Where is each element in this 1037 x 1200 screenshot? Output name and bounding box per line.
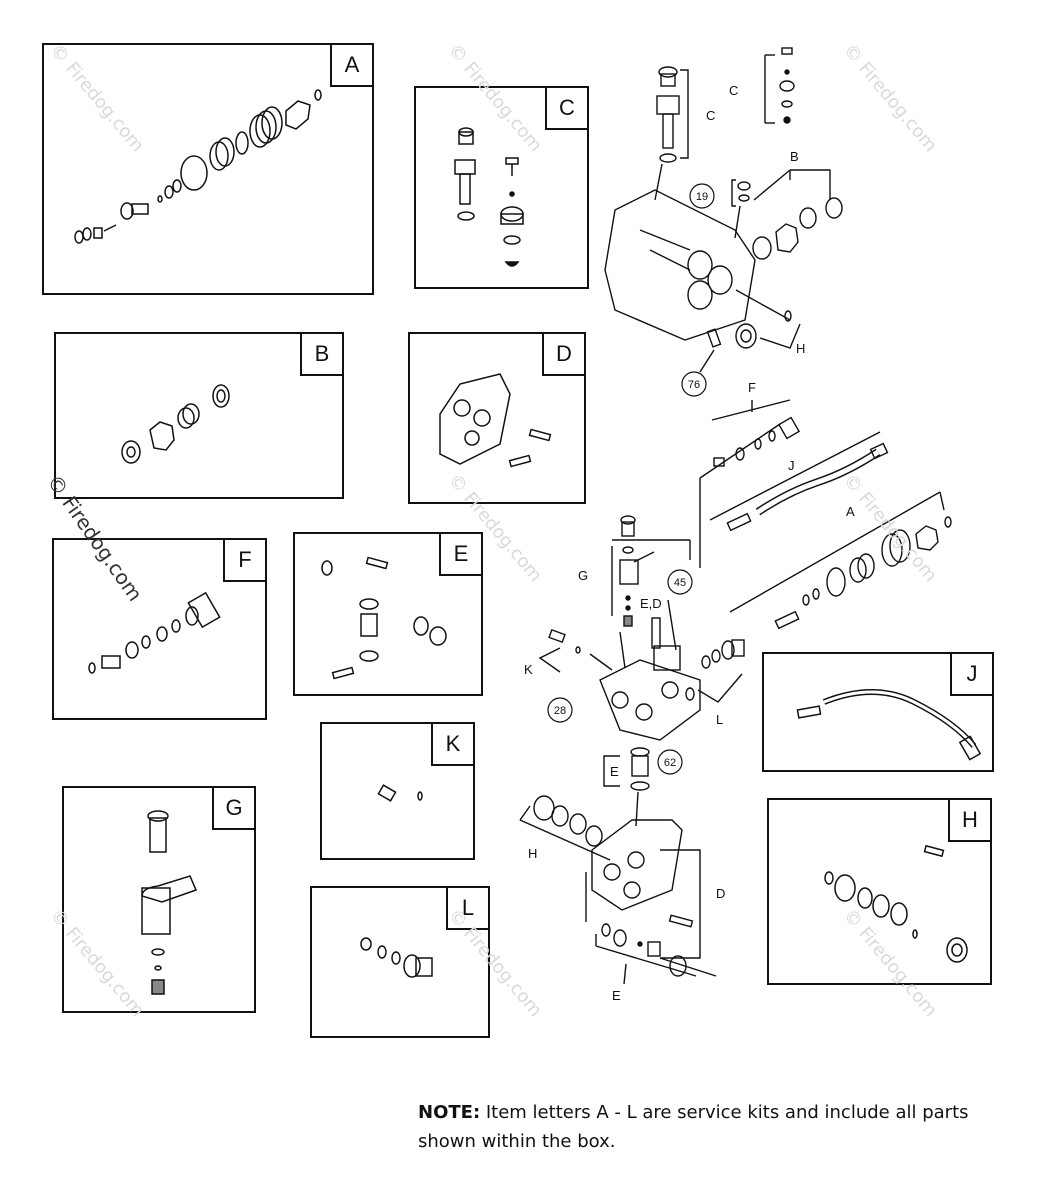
kit-label-a: A [330,45,372,87]
kit-a-parts-drawing [74,89,322,244]
callout-c-valve: C [729,83,738,98]
part-19-circle [689,183,715,209]
callout-c-piston: C [706,108,715,123]
note-text: Item letters A - L are service kits and … [418,1102,969,1152]
part-28-circle [547,697,573,723]
part-45-circle [667,569,693,595]
kit-box-h: H [767,798,992,985]
kit-j-parts-drawing [796,689,982,761]
part-45-label: 45 [674,577,686,589]
part-28-label: 28 [554,705,566,717]
kit-label-d: D [542,334,584,376]
kit-label-b: B [300,334,342,376]
kit-label-e: E [439,534,481,576]
part-76-label: 76 [688,379,700,391]
kit-box-e: E [293,532,483,696]
lower-manifold [599,659,701,741]
kit-box-b: B [54,332,344,499]
part-19-label: 19 [696,191,708,203]
callout-b: B [790,149,799,164]
callout-e-upper: E [610,764,619,779]
callout-j: J [788,458,795,473]
callout-l: L [716,712,723,727]
service-kit-note: NOTE: Item letters A - L are service kit… [418,1098,998,1156]
kit-label-l: L [446,888,488,930]
kit-e-parts-drawing [321,556,447,680]
kit-d-parts-drawing [439,373,552,468]
kit-box-f: F [52,538,267,720]
kit-label-h: H [948,800,990,842]
kit-label-j: J [950,654,992,696]
part-62-label: 62 [664,757,676,769]
kit-label-k: K [431,724,473,766]
kit-label-g: G [212,788,254,830]
callout-h-lower: H [528,846,537,861]
callout-h-upper: H [796,341,805,356]
kit-b-parts-drawing [121,384,230,464]
kit-g-parts-drawing [141,810,198,995]
kit-box-g: G [62,786,256,1013]
callout-d: D [716,886,725,901]
kit-box-c: C [414,86,589,289]
kit-c-parts-drawing [454,127,524,267]
callout-e-d: E,D [640,596,662,611]
kit-box-k: K [320,722,475,860]
kit-k-parts-drawing [377,784,423,802]
kit-box-a: A [42,43,374,295]
bottom-manifold [591,819,683,911]
kit-f-parts-drawing [88,591,221,674]
kit-l-parts-drawing [360,937,433,978]
callout-g: G [578,568,588,583]
kit-label-c: C [545,88,587,130]
upper-pump-housing [604,189,756,341]
callout-f: F [748,380,756,395]
kit-box-l: L [310,886,490,1038]
callout-k: K [524,662,533,677]
kit-label-f: F [223,540,265,582]
part-62-circle [657,749,683,775]
callout-a: A [846,504,855,519]
kit-h-parts-drawing [824,844,968,963]
note-prefix: NOTE: [418,1102,481,1123]
kit-box-j: J [762,652,994,772]
kit-box-d: D [408,332,586,504]
callout-e-lower: E [612,988,621,1003]
part-76-circle [681,371,707,397]
